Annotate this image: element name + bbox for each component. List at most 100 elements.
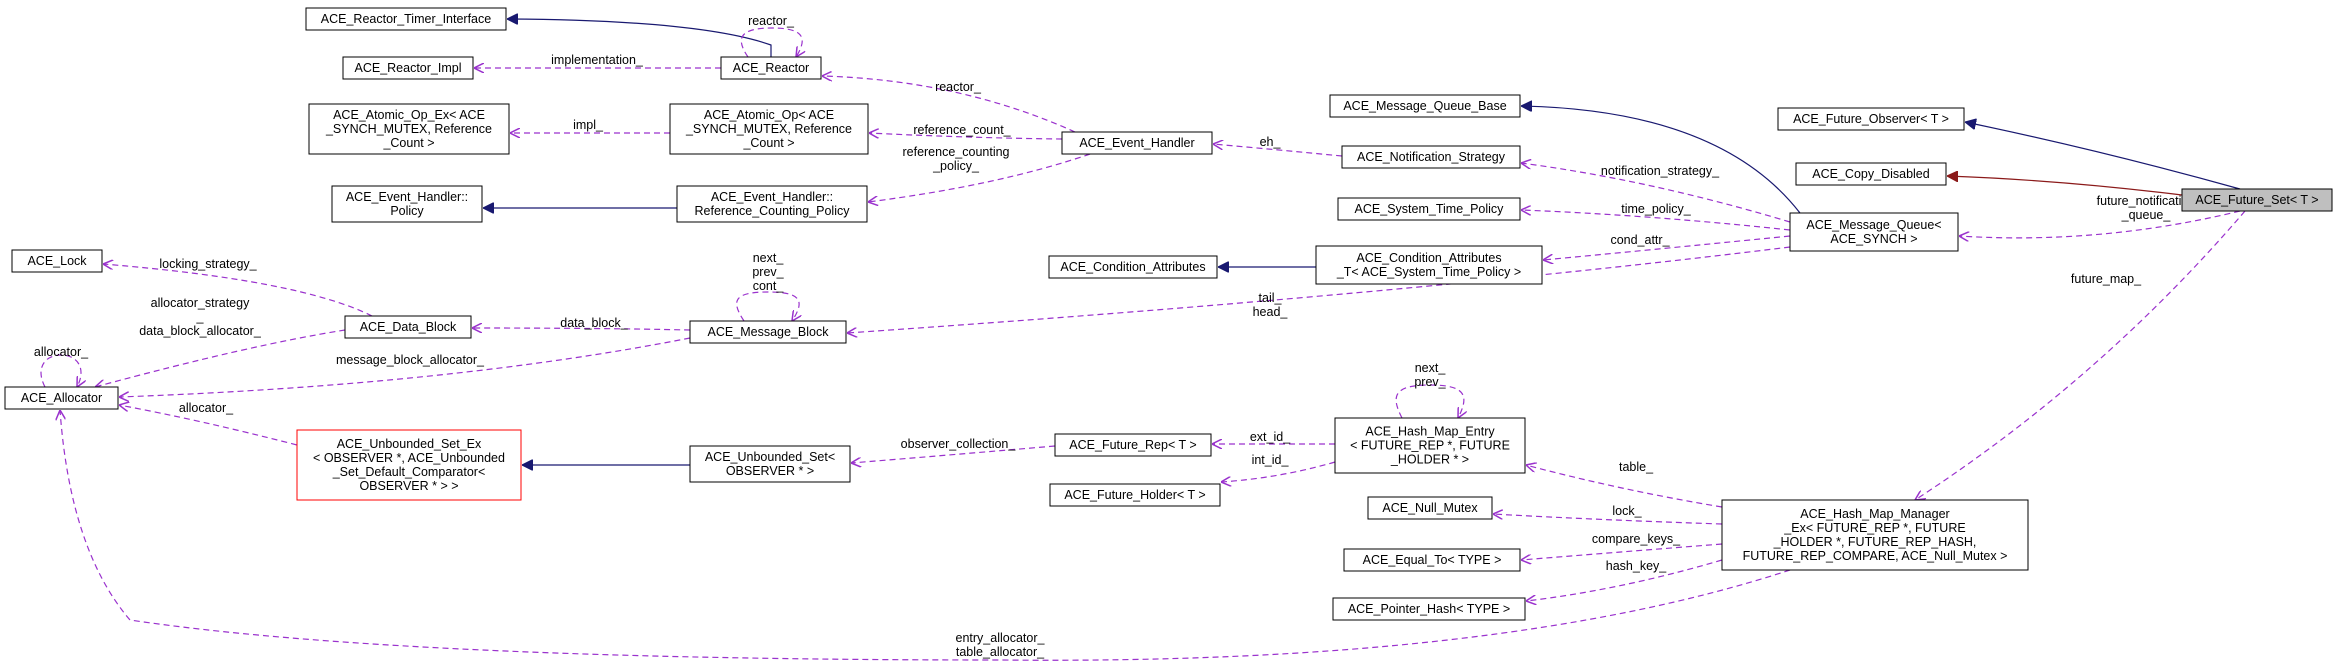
node-copy-disabled[interactable]: ACE_Copy_Disabled (1795, 162, 1947, 186)
edge-observer-collection: observer_collection_ (851, 437, 1056, 463)
edge-label: table_allocator_ (956, 645, 1045, 659)
edge-eh: eh_ (1213, 135, 1343, 157)
edge-copy-disabled-inheritance (1947, 176, 2183, 196)
node-layer: ACE_Reactor_Timer_InterfaceACE_Reactor_I… (4, 7, 2333, 621)
node-condition-attributes-t[interactable]: ACE_Condition_Attributes_T< ACE_System_T… (1315, 245, 1543, 285)
edge-path (119, 405, 298, 446)
node-box (1721, 499, 2029, 571)
node-message-block[interactable]: ACE_Message_Block (689, 320, 847, 344)
edge-message-block-self: next_prev_cont_ (736, 251, 799, 321)
node-box (1341, 145, 1521, 169)
edge-time-policy: time_policy_ (1521, 202, 1791, 231)
edge-impl: impl_ (510, 118, 670, 133)
edge-path (822, 76, 1076, 133)
edge-label: next_ (753, 251, 785, 265)
node-reactor-timer-interface[interactable]: ACE_Reactor_Timer_Interface (305, 7, 507, 31)
node-box (689, 445, 851, 483)
edge-path (1965, 122, 2241, 190)
edge-path (95, 329, 346, 387)
node-notification-strategy[interactable]: ACE_Notification_Strategy (1341, 145, 1521, 169)
edge-label: lock_ (1612, 504, 1642, 518)
edge-label: allocator_strategy (151, 296, 250, 310)
node-box (669, 103, 869, 155)
node-message-queue-base[interactable]: ACE_Message_Queue_Base (1329, 94, 1521, 118)
node-pointer-hash[interactable]: ACE_Pointer_Hash< TYPE > (1332, 597, 1526, 621)
node-atomic-op[interactable]: ACE_Atomic_Op< ACE_SYNCH_MUTEX, Referenc… (669, 103, 869, 155)
node-box (1054, 433, 1212, 457)
node-lock[interactable]: ACE_Lock (11, 249, 103, 273)
edge-label: cont_ (753, 279, 785, 293)
edge-allocator-set: allocator_ (119, 401, 298, 446)
node-equal-to[interactable]: ACE_Equal_To< TYPE > (1343, 548, 1521, 572)
edge-message-queue-base-inheritance (1521, 106, 1801, 214)
edge-path (1521, 543, 1723, 560)
edge-label: head_ (1253, 305, 1289, 319)
node-future-observer[interactable]: ACE_Future_Observer< T > (1777, 107, 1965, 131)
node-label: ACE_Future_Set< T > (2195, 193, 2318, 207)
node-box (1332, 597, 1526, 621)
edge-implementation: implementation_ (474, 53, 721, 68)
node-label: FUTURE_REP_COMPARE, ACE_Null_Mutex > (1743, 549, 2008, 563)
node-event-handler-policy[interactable]: ACE_Event_Handler::Policy (331, 185, 483, 223)
node-future-rep[interactable]: ACE_Future_Rep< T > (1054, 433, 1212, 457)
node-box (1048, 255, 1218, 279)
node-label: _HOLDER *, FUTURE_REP_HASH, (1773, 535, 1977, 549)
edge-label: locking_strategy_ (159, 257, 257, 271)
node-reactor-impl[interactable]: ACE_Reactor_Impl (342, 56, 474, 80)
node-null-mutex[interactable]: ACE_Null_Mutex (1367, 496, 1493, 520)
edge-label: reactor_ (935, 80, 982, 94)
node-unbounded-set[interactable]: ACE_Unbounded_Set<OBSERVER * > (689, 445, 851, 483)
node-unbounded-set-ex[interactable]: ACE_Unbounded_Set_Ex< OBSERVER *, ACE_Un… (296, 429, 522, 501)
node-box (1777, 107, 1965, 131)
node-label: ACE_Message_Block (708, 325, 830, 339)
node-future-set[interactable]: ACE_Future_Set< T > (2181, 188, 2333, 212)
node-box (1334, 417, 1526, 474)
node-label: ACE_Hash_Map_Entry (1365, 425, 1495, 439)
node-label: ACE_Future_Observer< T > (1793, 112, 1949, 126)
node-atomic-op-ex[interactable]: ACE_Atomic_Op_Ex< ACE_SYNCH_MUTEX, Refer… (308, 103, 510, 155)
edge-label: prev_ (1414, 375, 1446, 389)
node-message-queue[interactable]: ACE_Message_Queue<ACE_SYNCH > (1789, 212, 1959, 252)
node-event-handler[interactable]: ACE_Event_Handler (1061, 131, 1213, 155)
node-hash-map-entry[interactable]: ACE_Hash_Map_Entry< FUTURE_REP *, FUTURE… (1334, 417, 1526, 474)
node-ref-counting-policy[interactable]: ACE_Event_Handler::Reference_Counting_Po… (676, 185, 868, 223)
edge-path (868, 153, 1091, 202)
node-label: ACE_Equal_To< TYPE > (1363, 553, 1502, 567)
node-hash-map-manager[interactable]: ACE_Hash_Map_Manager_Ex< FUTURE_REP *, F… (1721, 499, 2029, 571)
node-box (344, 315, 472, 339)
node-label: ACE_Event_Handler (1079, 136, 1194, 150)
node-label: _T< ACE_System_Time_Policy > (1336, 265, 1521, 279)
edge-compare-keys: compare_keys_ (1521, 532, 1723, 560)
node-label: ACE_Unbounded_Set_Ex (337, 437, 482, 451)
node-box (1367, 496, 1493, 520)
edge-reference-counting-policy: reference_counting_policy_ (868, 145, 1091, 202)
edge-reactor-ref: reactor_ (822, 76, 1076, 133)
node-reactor[interactable]: ACE_Reactor (720, 56, 822, 80)
node-allocator[interactable]: ACE_Allocator (4, 386, 119, 410)
node-condition-attributes[interactable]: ACE_Condition_Attributes (1048, 255, 1218, 279)
node-label: ACE_Condition_Attributes (1060, 260, 1205, 274)
edge-future-notification-queue: future_notification_queue_ (1959, 194, 2241, 238)
node-data-block[interactable]: ACE_Data_Block (344, 315, 472, 339)
node-label: ACE_Message_Queue_Base (1343, 99, 1506, 113)
edge-table: table_ (1526, 460, 1723, 508)
edge-label: _policy_ (932, 159, 980, 173)
node-box (1343, 548, 1521, 572)
edge-label: future_notification (2097, 194, 2196, 208)
node-future-holder[interactable]: ACE_Future_Holder< T > (1049, 483, 1221, 507)
node-label: ACE_Future_Rep< T > (1069, 438, 1196, 452)
edge-path (1947, 176, 2183, 196)
edge-path (1543, 235, 1791, 260)
edge-path (1521, 210, 1791, 231)
edge-future-observer-inheritance (1965, 122, 2241, 190)
node-label: ACE_Null_Mutex (1382, 501, 1478, 515)
node-label: ACE_Message_Queue< (1806, 218, 1941, 232)
node-label: OBSERVER * > (726, 464, 814, 478)
node-box (676, 185, 868, 223)
edge-label: eh_ (1260, 135, 1282, 149)
node-system-time-policy[interactable]: ACE_System_Time_Policy (1337, 197, 1521, 221)
edge-label: next_ (1415, 361, 1447, 375)
edge-path (40, 354, 81, 387)
node-label: ACE_Notification_Strategy (1357, 150, 1506, 164)
edge-label: notification_strategy_ (1601, 164, 1720, 178)
